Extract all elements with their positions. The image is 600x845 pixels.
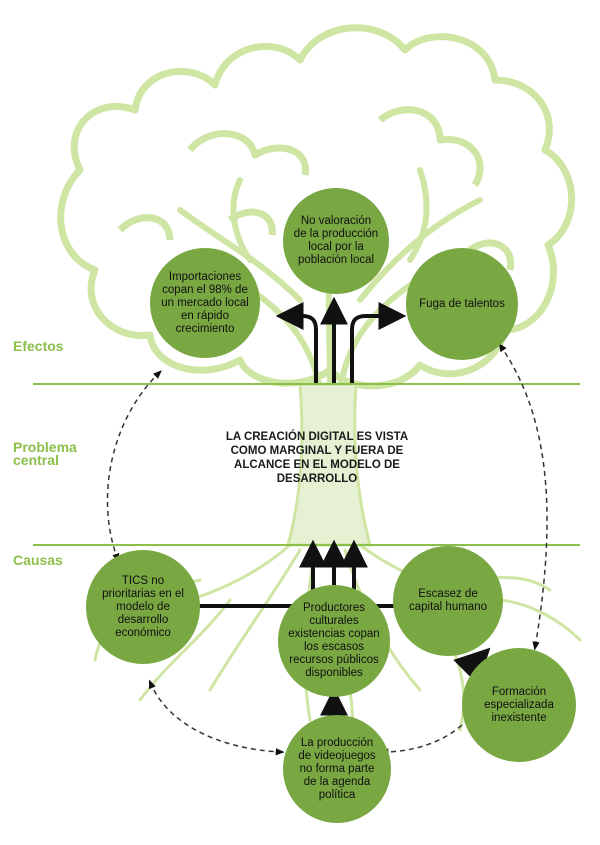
effect-talent-drain-circle: Fuga de talentos xyxy=(406,248,518,360)
central-problem-label-line1: Problema xyxy=(13,439,77,455)
causes-label: Causas xyxy=(13,552,63,568)
cause-tics-text: TICS no prioritarias en el modelo de des… xyxy=(102,574,184,639)
effect-imports-text: Importaciones copan el 98% de un mercado… xyxy=(161,270,249,335)
central-problem-text: LA CREACIÓN DIGITAL ES VISTA COMO MARGIN… xyxy=(225,431,409,485)
cause-human-capital-text: Escasez de capital humano xyxy=(409,588,487,613)
effect-local-valuation-text: No valoración de la producción local por… xyxy=(293,215,379,266)
effects-label: Efectos xyxy=(13,338,64,354)
cause-tics-circle: TICS no prioritarias en el modelo de des… xyxy=(86,550,200,664)
cause-training-text: Formación especializada inexistente xyxy=(484,685,554,724)
effect-local-valuation-circle: No valoración de la producción local por… xyxy=(283,188,389,294)
cause-cultural-producers-text: Productores culturales existencias copan… xyxy=(288,602,380,679)
effect-arrows xyxy=(275,296,407,383)
effect-talent-drain-text: Fuga de talentos xyxy=(419,297,505,310)
central-problem-label-line2: central xyxy=(13,452,59,468)
cause-videogames-agenda-text: La producción de videojuegos no forma pa… xyxy=(298,736,376,801)
effect-imports-circle: Importaciones copan el 98% de un mercado… xyxy=(150,248,260,358)
cause-training-circle: Formación especializada inexistente xyxy=(462,648,576,762)
cause-human-capital-circle: Escasez de capital humano xyxy=(393,546,503,656)
cause-cultural-producers-circle: Productores culturales existencias copan… xyxy=(278,585,390,697)
cause-videogames-agenda-circle: La producción de videojuegos no forma pa… xyxy=(283,715,391,823)
